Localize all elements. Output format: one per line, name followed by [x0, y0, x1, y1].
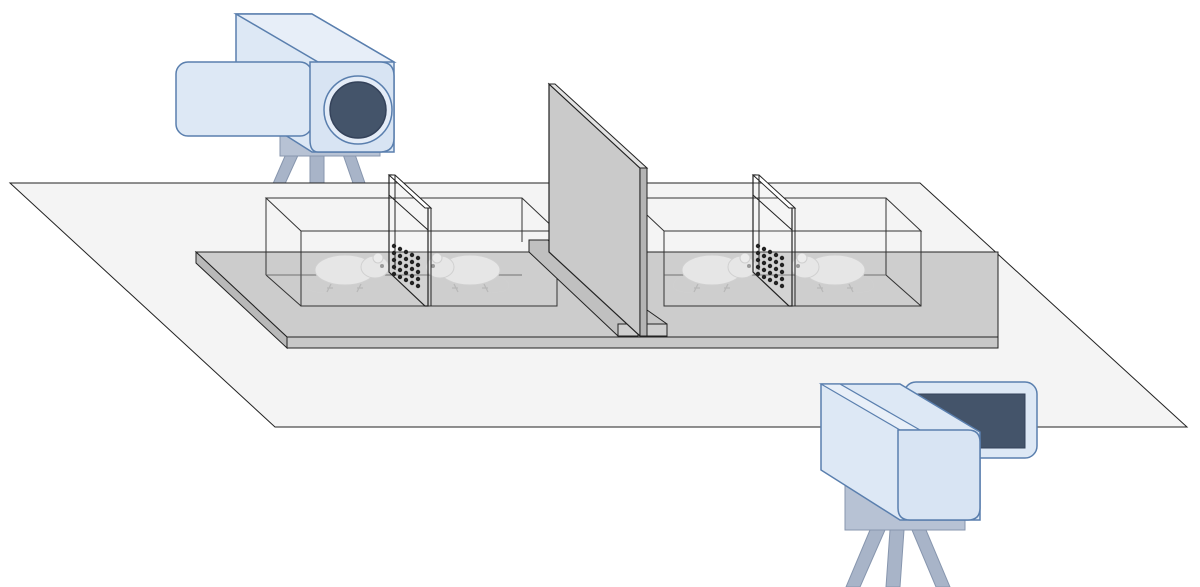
video-camera-icon [175, 13, 397, 153]
bottom-camera [818, 381, 1038, 587]
video-camera-icon [818, 381, 1038, 521]
center-divider [528, 82, 668, 338]
perforated-panel [751, 174, 797, 307]
left-chamber [264, 174, 559, 307]
top-camera [175, 13, 397, 189]
right-chamber [627, 174, 923, 307]
perforated-panel [387, 174, 433, 307]
